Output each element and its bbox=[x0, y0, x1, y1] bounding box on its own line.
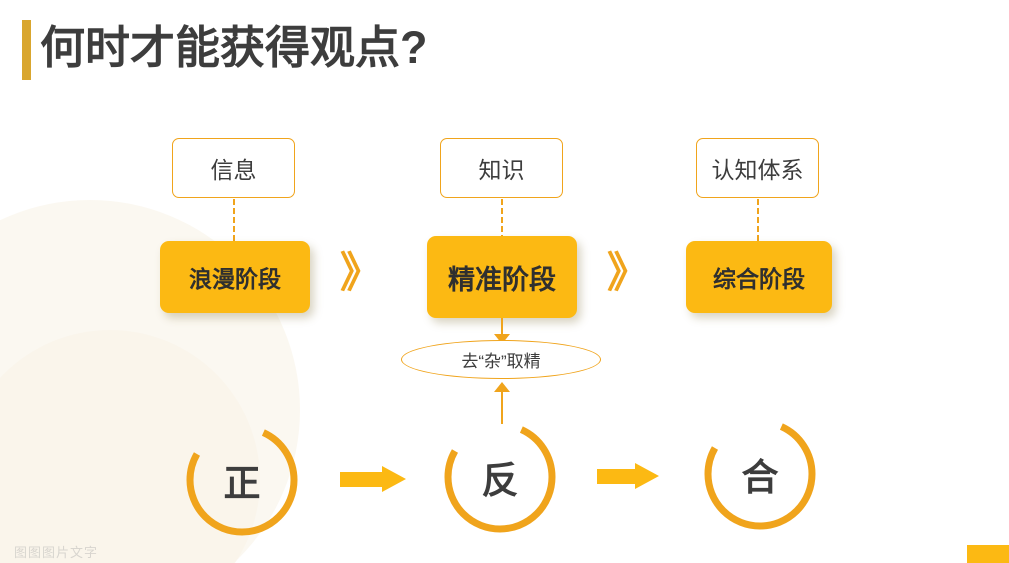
watermark-text: 图图图片文字 bbox=[14, 545, 99, 560]
block-arrow-antithesis-to-synthesis bbox=[597, 463, 659, 489]
ring-antithesis[interactable]: 反 bbox=[438, 415, 562, 539]
concept-box-information[interactable]: 信息 bbox=[172, 138, 295, 198]
ring-arc-icon bbox=[444, 421, 556, 533]
stage-box-synthesis[interactable]: 综合阶段 bbox=[686, 241, 832, 313]
up-arrow-shaft bbox=[501, 392, 503, 424]
concept-box-label: 信息 bbox=[210, 157, 257, 183]
stage-box-label: 浪漫阶段 bbox=[189, 266, 281, 292]
corner-accent-tab bbox=[967, 545, 1009, 563]
concept-box-knowledge[interactable]: 知识 bbox=[440, 138, 563, 198]
arrow-shaft bbox=[340, 472, 382, 487]
stage-box-romantic[interactable]: 浪漫阶段 bbox=[160, 241, 310, 313]
arrow-head-icon bbox=[635, 463, 659, 489]
concept-box-label: 知识 bbox=[478, 157, 525, 183]
arrow-head-icon bbox=[382, 466, 406, 492]
stage-box-label: 综合阶段 bbox=[713, 266, 805, 292]
ring-synthesis[interactable]: 合 bbox=[698, 412, 822, 536]
block-arrow-thesis-to-antithesis bbox=[340, 466, 406, 492]
arrow-shaft bbox=[597, 469, 635, 484]
stage-box-precision[interactable]: 精准阶段 bbox=[427, 236, 577, 318]
dashed-connector-3 bbox=[757, 199, 759, 241]
down-arrow-shaft bbox=[501, 318, 503, 336]
title-accent-bar bbox=[22, 20, 31, 80]
concept-box-label: 认知体系 bbox=[711, 157, 804, 183]
down-arrow-head-icon bbox=[494, 334, 510, 344]
ring-arc-icon bbox=[186, 424, 298, 536]
dashed-connector-1 bbox=[233, 199, 235, 241]
ring-arc-icon bbox=[704, 418, 816, 530]
ellipse-label: 去“杂”取精 bbox=[461, 352, 541, 371]
up-arrow-head-icon bbox=[494, 382, 510, 392]
ring-label: 合 bbox=[741, 457, 779, 498]
page-title: 何时才能获得观点? bbox=[40, 22, 428, 73]
double-chevron-icon: 》 bbox=[607, 249, 649, 296]
double-chevron-icon: 》 bbox=[340, 249, 382, 296]
ring-label: 正 bbox=[223, 463, 261, 504]
concept-box-cognitive-system[interactable]: 认知体系 bbox=[696, 138, 819, 198]
ellipse-refine[interactable]: 去“杂”取精 bbox=[401, 340, 601, 379]
stage-box-label: 精准阶段 bbox=[448, 264, 556, 295]
dashed-connector-2 bbox=[501, 199, 503, 241]
ring-thesis[interactable]: 正 bbox=[180, 418, 304, 542]
ring-label: 反 bbox=[481, 460, 519, 501]
